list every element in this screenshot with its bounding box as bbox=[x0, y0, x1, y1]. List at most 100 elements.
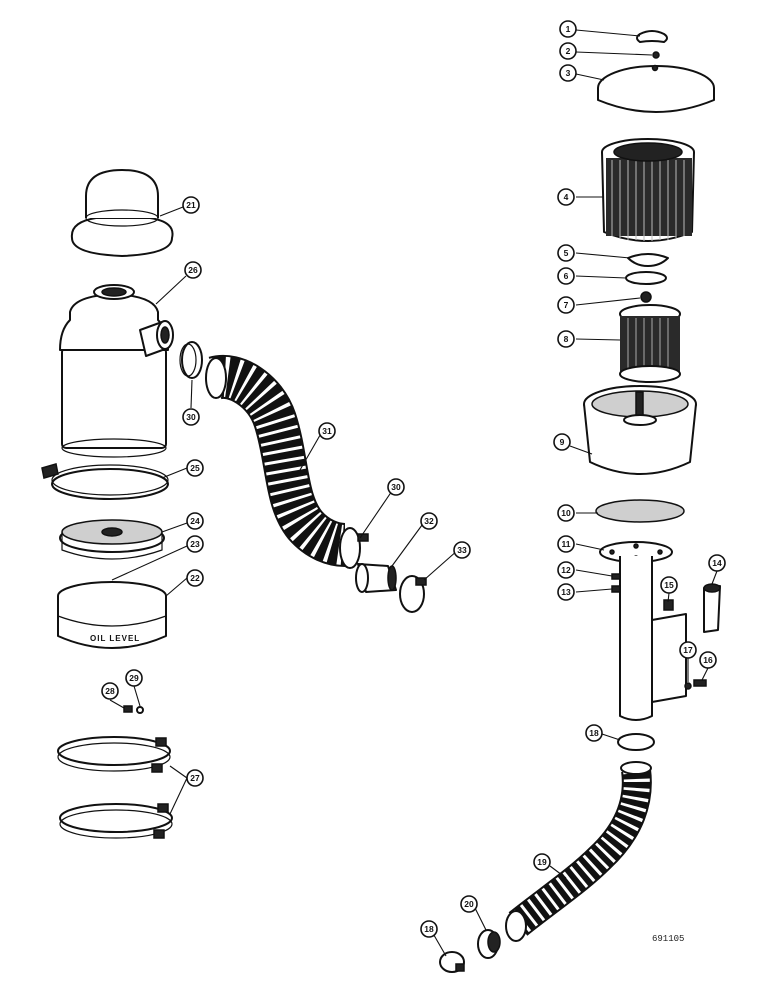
part-14-fitting bbox=[703, 583, 721, 633]
svg-text:15: 15 bbox=[664, 580, 674, 590]
callout-5: 5 bbox=[557, 244, 575, 262]
part-6-gasket bbox=[625, 271, 667, 285]
callout-14: 14 bbox=[708, 554, 726, 572]
callout-11: 11 bbox=[557, 535, 575, 553]
callout-7: 7 bbox=[557, 296, 575, 314]
svg-text:11: 11 bbox=[562, 539, 571, 549]
part-2-seal bbox=[652, 51, 660, 59]
callout-3: 3 bbox=[559, 64, 577, 82]
svg-text:13: 13 bbox=[561, 587, 571, 597]
part-8-inner-filter bbox=[619, 304, 681, 383]
callout-25: 25 bbox=[186, 459, 204, 477]
part-4-main-filter-element bbox=[601, 138, 695, 242]
part-31-flexible-hose bbox=[205, 354, 347, 567]
part-7-nut bbox=[640, 291, 652, 303]
part-11-mounting-tube bbox=[599, 541, 687, 721]
callout-19: 19 bbox=[533, 853, 551, 871]
svg-text:18: 18 bbox=[589, 728, 599, 738]
part-30-hose-clamp bbox=[179, 341, 203, 379]
part-5-wing-nut bbox=[627, 253, 669, 267]
svg-text:32: 32 bbox=[424, 516, 434, 526]
callout-17: 17 bbox=[679, 641, 697, 659]
svg-text:22: 22 bbox=[190, 573, 200, 583]
svg-text:14: 14 bbox=[712, 558, 722, 568]
part-1-wing-nut bbox=[636, 30, 668, 43]
callout-23: 23 bbox=[186, 535, 204, 553]
part-21-cap bbox=[70, 169, 174, 257]
svg-text:24: 24 bbox=[190, 516, 200, 526]
svg-text:30: 30 bbox=[391, 482, 401, 492]
svg-text:2: 2 bbox=[566, 46, 571, 56]
part-16-bolt bbox=[693, 679, 707, 687]
part-19-lower-flexible-hose bbox=[505, 761, 652, 942]
callout-6: 6 bbox=[557, 267, 575, 285]
svg-text:18: 18 bbox=[424, 924, 434, 934]
callout-13: 13 bbox=[557, 583, 575, 601]
callout-4: 4 bbox=[557, 188, 575, 206]
callout-33: 33 bbox=[453, 541, 471, 559]
svg-text:3: 3 bbox=[566, 68, 571, 78]
svg-text:27: 27 bbox=[190, 773, 200, 783]
part-13-nut bbox=[611, 585, 621, 593]
callout-31: 31 bbox=[318, 422, 336, 440]
svg-text:7: 7 bbox=[564, 300, 569, 310]
svg-text:1: 1 bbox=[566, 24, 571, 34]
part-18-clamp bbox=[617, 733, 655, 751]
svg-text:20: 20 bbox=[464, 899, 474, 909]
part-27-clamps bbox=[57, 736, 173, 839]
callout-30-second: 30 bbox=[387, 478, 405, 496]
callout-8: 8 bbox=[557, 330, 575, 348]
callout-24: 24 bbox=[186, 512, 204, 530]
part-32-coupling bbox=[355, 563, 397, 593]
svg-text:29: 29 bbox=[129, 673, 139, 683]
part-24-filter-tray bbox=[59, 519, 165, 560]
part-9-housing-bowl bbox=[583, 385, 697, 475]
svg-text:6: 6 bbox=[564, 271, 569, 281]
callout-26: 26 bbox=[184, 261, 202, 279]
part-26-oil-bath-housing bbox=[59, 284, 174, 458]
callout-20: 20 bbox=[460, 895, 478, 913]
svg-text:17: 17 bbox=[683, 645, 693, 655]
svg-text:4: 4 bbox=[564, 192, 569, 202]
callout-18: 18 bbox=[585, 724, 603, 742]
svg-text:26: 26 bbox=[188, 265, 198, 275]
drawing-number: 691105 bbox=[652, 934, 685, 944]
callout-10: 10 bbox=[557, 504, 575, 522]
callout-28: 28 bbox=[101, 682, 119, 700]
svg-text:33: 33 bbox=[457, 545, 467, 555]
svg-text:12: 12 bbox=[561, 565, 571, 575]
part-3-top-cover bbox=[597, 64, 715, 113]
part-10-gasket bbox=[595, 499, 685, 523]
svg-text:9: 9 bbox=[560, 437, 565, 447]
callout-22: 22 bbox=[186, 569, 204, 587]
svg-text:23: 23 bbox=[190, 539, 200, 549]
svg-text:8: 8 bbox=[564, 334, 569, 344]
callout-16: 16 bbox=[699, 651, 717, 669]
svg-text:28: 28 bbox=[105, 686, 115, 696]
callout-29: 29 bbox=[125, 669, 143, 687]
part-33-clamp bbox=[399, 575, 427, 613]
oil-level-marking: OIL LEVEL bbox=[90, 634, 140, 643]
svg-text:5: 5 bbox=[564, 248, 569, 258]
svg-text:21: 21 bbox=[186, 200, 196, 210]
callout-21: 21 bbox=[182, 196, 200, 214]
part-18-lower-clamp bbox=[439, 951, 465, 973]
svg-text:30: 30 bbox=[186, 412, 196, 422]
callout-9: 9 bbox=[553, 433, 571, 451]
part-20-coupling bbox=[477, 929, 501, 959]
callout-2: 2 bbox=[559, 42, 577, 60]
part-12-washer bbox=[611, 573, 621, 580]
callout-32: 32 bbox=[420, 512, 438, 530]
callout-12: 12 bbox=[557, 561, 575, 579]
part-25-clamp-band bbox=[41, 463, 169, 500]
svg-text:19: 19 bbox=[537, 857, 547, 867]
callout-27: 27 bbox=[186, 769, 204, 787]
svg-text:16: 16 bbox=[703, 655, 713, 665]
callout-15: 15 bbox=[660, 576, 678, 594]
svg-text:25: 25 bbox=[190, 463, 200, 473]
part-30-second-hose-clamp bbox=[339, 527, 369, 569]
part-17-lockwasher bbox=[684, 682, 692, 690]
part-28-29-screw-washer bbox=[123, 705, 144, 714]
part-22-oil-cup: OIL LEVEL bbox=[57, 581, 167, 649]
callout-30: 30 bbox=[182, 408, 200, 426]
